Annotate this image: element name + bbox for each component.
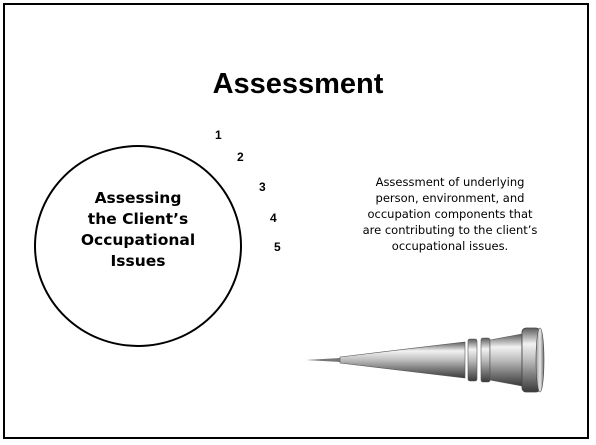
description-line: occupation components that [367, 207, 533, 221]
circle-label-line: the Client’s [87, 210, 189, 228]
step-number-2: 2 [237, 150, 244, 164]
circle-label-line: Occupational [80, 231, 196, 249]
tool-cap-end [535, 327, 545, 393]
step-number-1: 1 [215, 128, 222, 142]
tool-ring [467, 338, 478, 382]
circle-label-line: Assessing [94, 189, 182, 207]
description-line: are contributing to the client’s [362, 223, 538, 237]
step-number-4: 4 [270, 211, 277, 225]
slide-title: Assessment [212, 68, 384, 100]
step-number-3: 3 [259, 180, 266, 194]
tool-sleeve [489, 333, 523, 387]
tool-cone [339, 341, 466, 379]
description-line: Assessment of underlying [375, 175, 525, 189]
tool-tip [306, 358, 340, 362]
cone-tool-icon [306, 327, 545, 393]
description-line: occupational issues. [391, 239, 509, 253]
circle-label-line: Issues [110, 252, 166, 270]
description-text: Assessment of underlying person, environ… [340, 174, 560, 254]
tool-ring [480, 337, 491, 383]
description-line: person, environment, and [375, 191, 525, 205]
step-number-5: 5 [274, 240, 281, 254]
circle-label: Assessing the Client’s Occupational Issu… [34, 188, 242, 272]
process-circle [34, 145, 242, 347]
